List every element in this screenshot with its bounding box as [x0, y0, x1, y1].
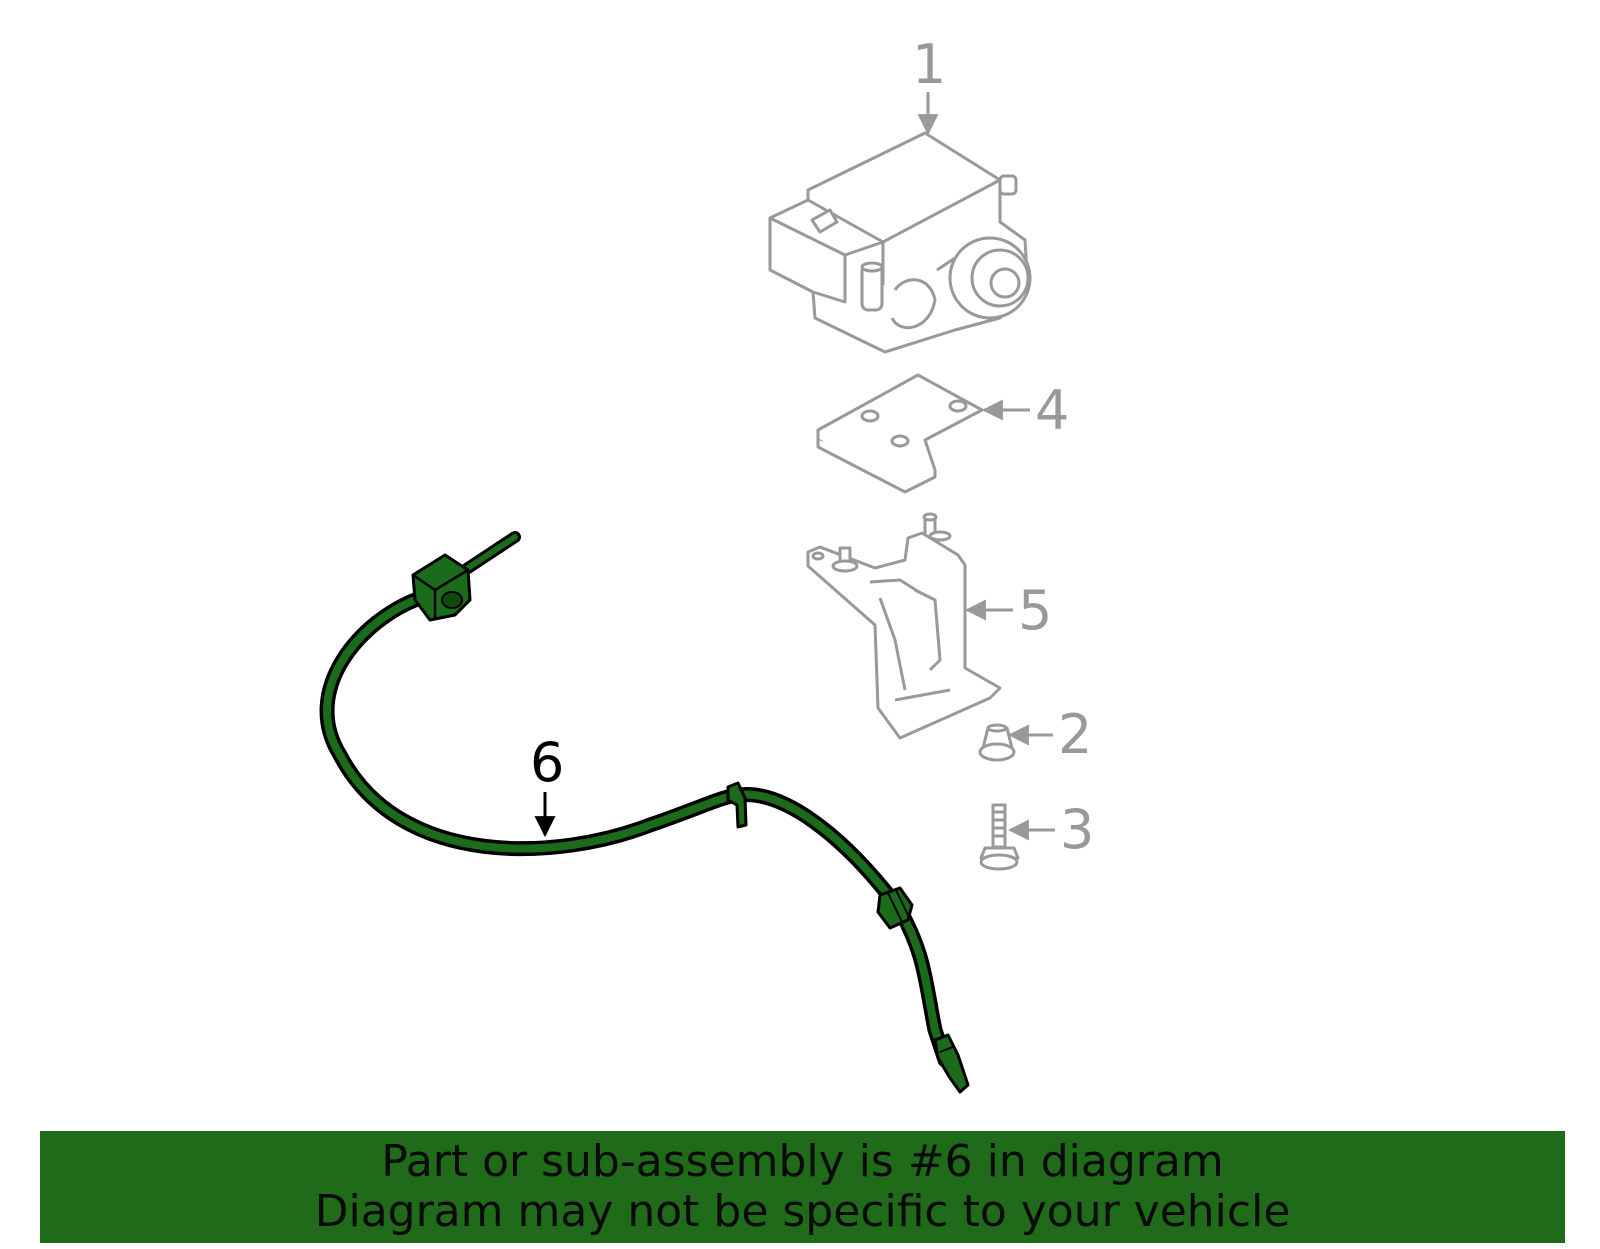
callout-6: 6 [530, 731, 565, 794]
part-3-bolt [979, 803, 1020, 871]
part-6-abs-sensor-cable [319, 531, 970, 1094]
banner-line-disclaimer: Diagram may not be specific to your vehi… [314, 1186, 1291, 1237]
banner-line-part: Part or sub-assembly is #6 in diagram [381, 1136, 1224, 1187]
sensor-cable-body [323, 594, 949, 1064]
connector-lead [462, 534, 518, 573]
callout-2: 2 [1058, 703, 1093, 766]
part-4-mounting-plate [816, 373, 984, 494]
cable-clip [726, 781, 748, 829]
part-1-abs-modulator [768, 131, 1032, 354]
notice-banner: Part or sub-assembly is #6 in diagram Di… [40, 1131, 1565, 1243]
part-2-nut [978, 723, 1016, 762]
callout-4: 4 [1035, 379, 1070, 442]
sensor-tip [933, 1033, 970, 1094]
callout-3: 3 [1060, 798, 1095, 861]
callout-5: 5 [1018, 579, 1053, 642]
callout-1: 1 [912, 33, 947, 96]
part-5-bracket [806, 512, 1002, 740]
